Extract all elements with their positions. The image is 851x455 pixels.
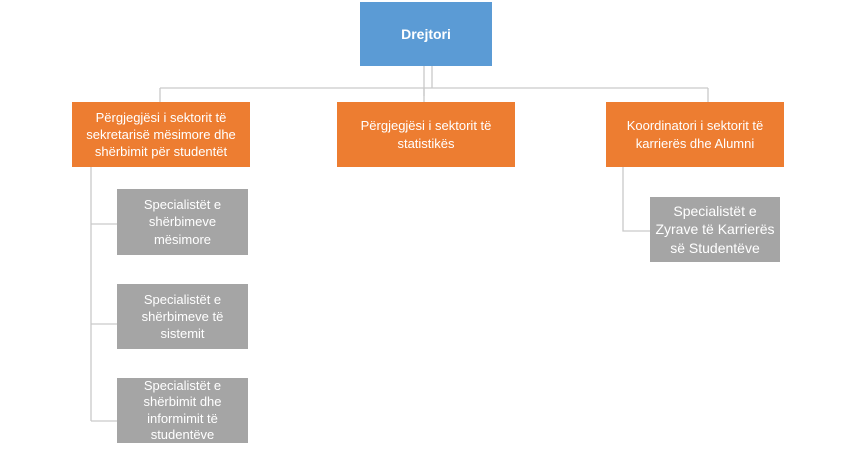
- specialist-box-student-info: Specialistët e shërbimit dhe informimit …: [117, 378, 248, 443]
- sector-box-statistics: Përgjegjësi i sektorit të statistikës: [337, 102, 515, 167]
- director-box: Drejtori: [360, 2, 492, 66]
- specialist-box-teaching: Specialistët e shërbimeve mësimore: [117, 189, 248, 255]
- sector-label-secretariat: Përgjegjësi i sektorit të sekretarisë më…: [86, 109, 236, 160]
- director-label: Drejtori: [401, 25, 451, 42]
- sector-box-career: Koordinatori i sektorit të karrierës dhe…: [606, 102, 784, 167]
- specialist-label-system: Specialistët e shërbimeve të sistemit: [141, 291, 224, 342]
- specialist-label-teaching: Specialistët e shërbimeve mësimore: [143, 197, 222, 247]
- connector-sector-3-spine: [622, 167, 650, 232]
- specialist-label-career-office: Specialistët e Zyrave të Karrierës së St…: [655, 203, 775, 256]
- sector-label-career: Koordinatori i sektorit të karrierës dhe…: [626, 118, 764, 151]
- specialist-box-career-office: Specialistët e Zyrave të Karrierës së St…: [650, 197, 780, 262]
- sector-label-statistics: Përgjegjësi i sektorit të statistikës: [360, 118, 492, 151]
- specialist-box-system: Specialistët e shërbimeve të sistemit: [117, 284, 248, 349]
- specialist-label-student-info: Specialistët e shërbimit dhe informimit …: [143, 378, 222, 442]
- sector-box-secretariat: Përgjegjësi i sektorit të sekretarisë më…: [72, 102, 250, 167]
